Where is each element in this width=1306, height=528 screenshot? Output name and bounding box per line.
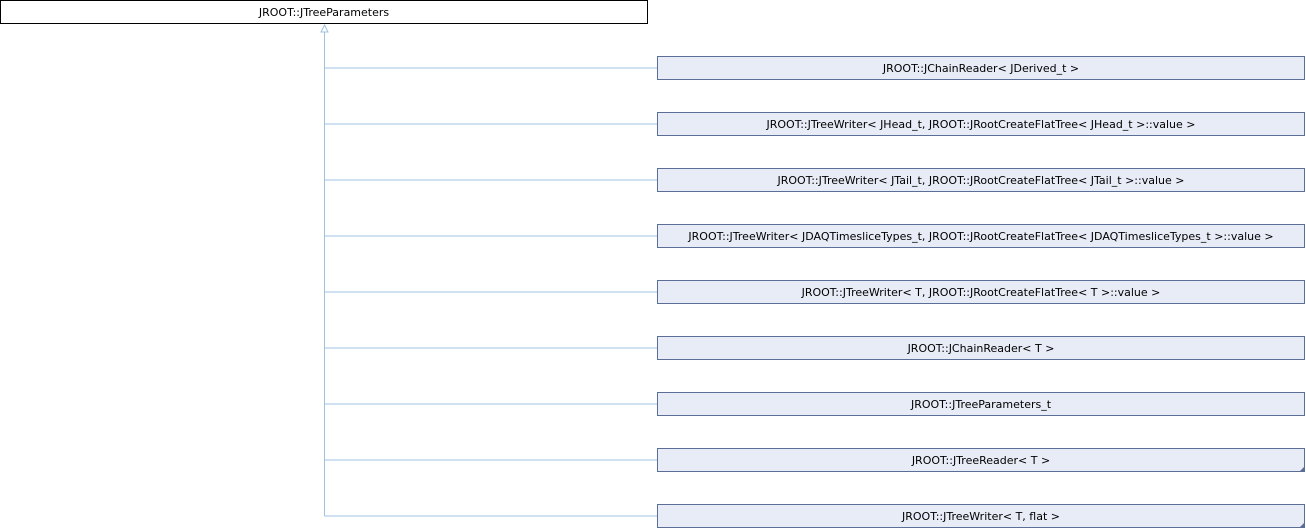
derived-class-box [657,112,1305,136]
derived-class-box [657,56,1305,80]
derived-class-label: JROOT::JTreeWriter< T, JROOT::JRootCreat… [801,286,1161,299]
derived-class-label: JROOT::JTreeWriter< T, flat > [901,510,1060,523]
derived-class-node[interactable]: JROOT::JTreeParameters_t [657,392,1305,416]
derived-class-box [657,392,1305,416]
derived-class-node[interactable]: JROOT::JTreeWriter< JTail_t, JROOT::JRoo… [657,168,1305,192]
derived-class-label: JROOT::JChainReader< JDerived_t > [882,62,1079,75]
base-class-box [0,0,648,24]
derived-class-node[interactable]: JROOT::JTreeWriter< JDAQTimesliceTypes_t… [657,224,1305,248]
derived-class-node[interactable]: JROOT::JChainReader< T > [657,336,1305,360]
derived-class-box [657,448,1305,472]
derived-class-box [657,168,1305,192]
base-class-node[interactable]: JROOT::JTreeParameters [0,0,648,24]
derived-class-label: JROOT::JTreeWriter< JHead_t, JROOT::JRoo… [766,118,1196,131]
derived-class-node[interactable]: JROOT::JTreeWriter< T, flat > [657,504,1305,528]
more-derived-marker-icon [1299,466,1305,472]
derived-class-label: JROOT::JTreeReader< T > [911,454,1050,467]
base-class-label: JROOT::JTreeParameters [258,6,390,19]
inheritance-edges [320,23,658,517]
derived-class-label: JROOT::JChainReader< T > [907,342,1055,355]
derived-class-nodes: JROOT::JChainReader< JDerived_t >JROOT::… [657,56,1305,528]
derived-class-node[interactable]: JROOT::JTreeReader< T > [657,448,1305,472]
derived-class-node[interactable]: JROOT::JTreeWriter< T, JROOT::JRootCreat… [657,280,1305,304]
derived-class-box [657,280,1305,304]
more-derived-marker-icon [1299,522,1305,528]
inheritance-arrowhead-icon [320,23,329,33]
derived-class-node[interactable]: JROOT::JChainReader< JDerived_t > [657,56,1305,80]
derived-class-box [657,336,1305,360]
derived-class-label: JROOT::JTreeWriter< JTail_t, JROOT::JRoo… [777,174,1185,187]
derived-class-label: JROOT::JTreeWriter< JDAQTimesliceTypes_t… [687,230,1273,243]
derived-class-box [657,224,1305,248]
derived-class-node[interactable]: JROOT::JTreeWriter< JHead_t, JROOT::JRoo… [657,112,1305,136]
derived-class-label: JROOT::JTreeParameters_t [910,398,1052,411]
